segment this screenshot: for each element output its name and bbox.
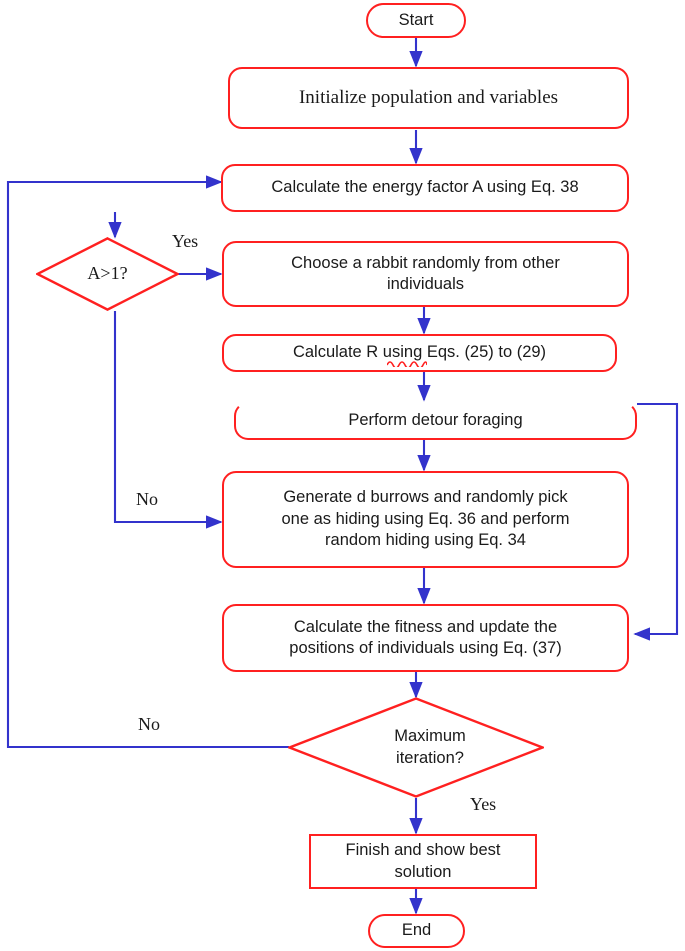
node-initialize[interactable]: Initialize population and variables — [228, 67, 629, 129]
node-start-label: Start — [398, 10, 434, 29]
node-decision-max-iteration[interactable]: Maximum iteration? — [288, 697, 544, 798]
edge-label-no-a: No — [136, 489, 158, 509]
node-generate-burrows-label: Generate d burrows and randomly pick one… — [281, 488, 570, 550]
node-start[interactable]: Start — [366, 3, 466, 38]
node-calculate-energy-factor[interactable]: Calculate the energy factor A using Eq. … — [221, 164, 629, 212]
node-calculate-r[interactable]: Calculate R using Eqs. (25) to (29) — [222, 334, 617, 372]
edge-label-yes-a: Yes — [172, 231, 199, 251]
node-decision-a[interactable]: A>1? — [36, 237, 179, 311]
edge-decision-a-no — [113, 311, 223, 529]
node-finish-show-best-label: Finish and show best solution — [345, 841, 501, 881]
node-end[interactable]: End — [368, 914, 465, 948]
node-choose-rabbit[interactable]: Choose a rabbit randomly from other indi… — [222, 241, 629, 307]
node-finish-show-best[interactable]: Finish and show best solution — [309, 834, 537, 889]
node-end-label: End — [401, 921, 432, 940]
node-initialize-label: Initialize population and variables — [298, 86, 559, 108]
edge-label-no-max: No — [138, 714, 160, 734]
node-perform-detour-foraging-label: Perform detour foraging — [348, 411, 523, 430]
decision-a-shape — [36, 237, 179, 311]
node-calculate-fitness-label: Calculate the fitness and update the pos… — [289, 617, 562, 657]
edge-label-yes-max: Yes — [470, 794, 497, 814]
node-calculate-fitness[interactable]: Calculate the fitness and update the pos… — [222, 604, 629, 672]
edge-detour-to-fitness-loop — [633, 402, 679, 641]
decision-max-shape — [288, 697, 544, 798]
node-decision-a-label: A>1? — [87, 263, 128, 284]
node-calculate-r-label: Calculate R using Eqs. (25) to (29) — [292, 343, 547, 362]
node-choose-rabbit-label: Choose a rabbit randomly from other indi… — [291, 253, 560, 293]
node-perform-detour-foraging[interactable]: Perform detour foraging — [234, 402, 637, 440]
node-calculate-energy-factor-label: Calculate the energy factor A using Eq. … — [271, 178, 579, 197]
node-decision-max-label: Maximum iteration? — [394, 726, 466, 767]
node-generate-burrows[interactable]: Generate d burrows and randomly pick one… — [222, 471, 629, 568]
